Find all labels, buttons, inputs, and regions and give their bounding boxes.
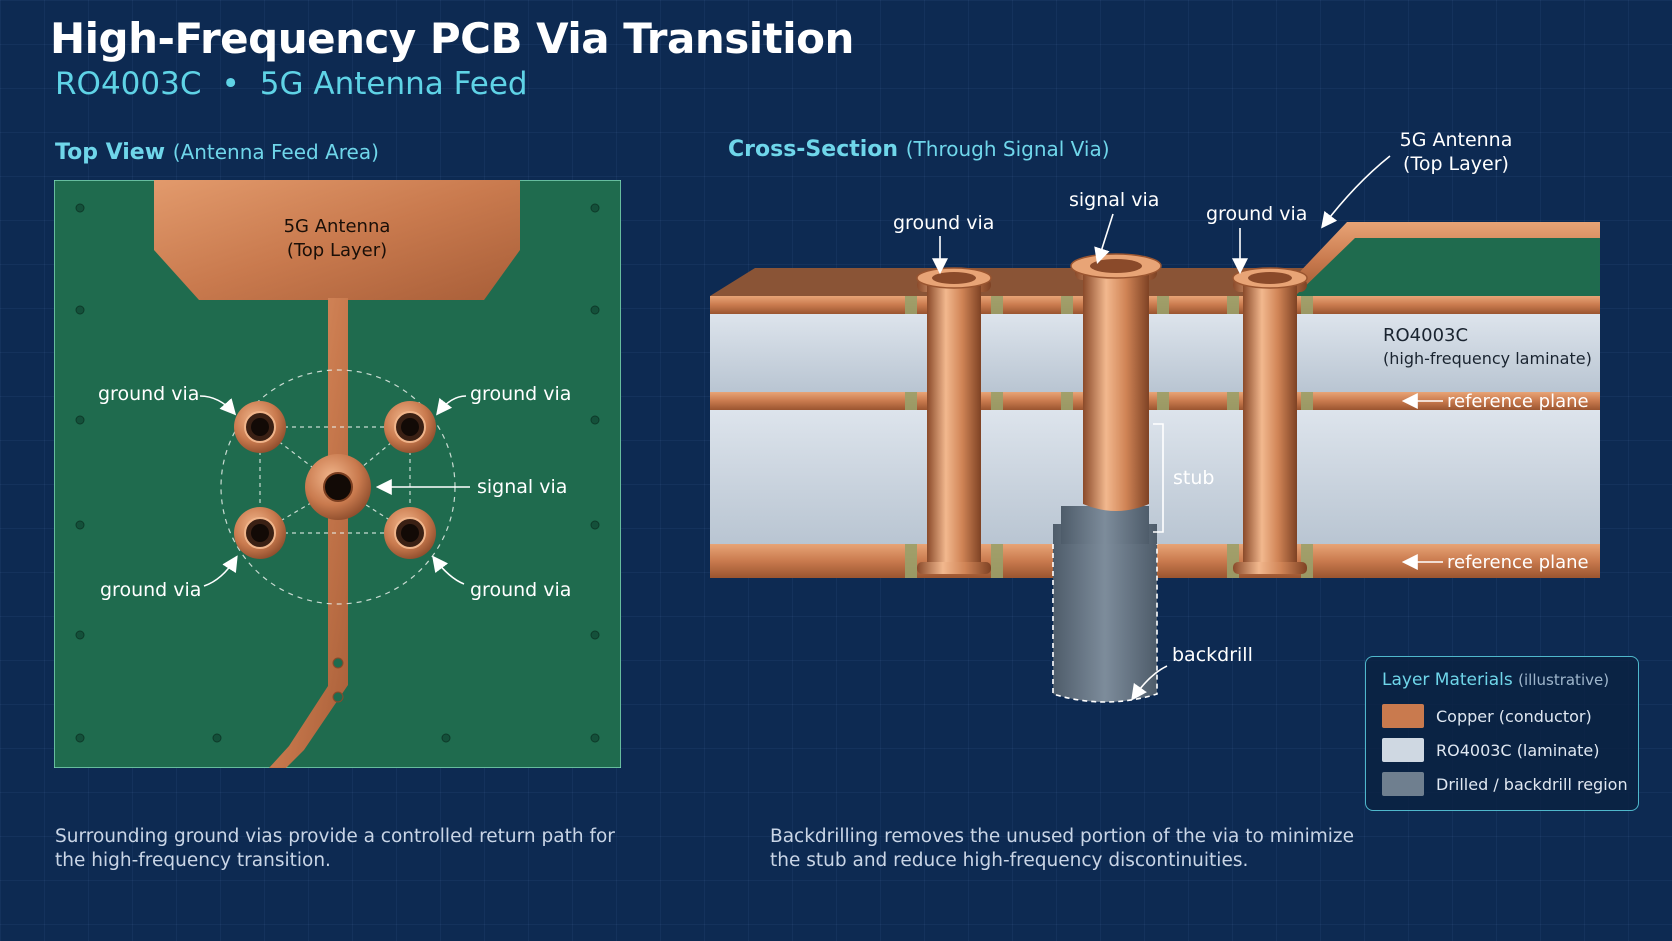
label-ground-via-br: ground via: [470, 579, 571, 601]
legend-title-main: Layer Materials: [1382, 670, 1513, 690]
legend-swatch-copper: [1382, 704, 1424, 728]
label-ground-via-tl: ground via: [98, 383, 199, 405]
cross-section-heading: Cross-Section (Through Signal Via): [728, 137, 1110, 162]
legend-panel: Layer Materials (illustrative) Copper (c…: [1365, 656, 1639, 811]
laminate-layer-lower: [710, 410, 1600, 544]
cross-section-heading-sub: (Through Signal Via): [905, 137, 1110, 161]
ground-via-top-right: [384, 401, 436, 453]
subtitle-separator: •: [221, 66, 240, 102]
cross-section-heading-main: Cross-Section: [728, 137, 899, 162]
legend-swatch-backdrill: [1382, 772, 1424, 796]
cross-section-caption: Backdrilling removes the unused portion …: [770, 826, 1354, 871]
label-ground-via-bl: ground via: [100, 579, 201, 601]
antenna-copper-strip: [1275, 222, 1600, 298]
label-signal-via: signal via: [477, 476, 567, 498]
legend-title: Layer Materials (illustrative): [1382, 670, 1609, 690]
cs-ground-via-left: [916, 267, 992, 574]
legend-item-backdrill: Drilled / backdrill region: [1382, 771, 1628, 797]
ground-via-bottom-left: [234, 507, 286, 559]
cs-signal-via: [1070, 253, 1162, 511]
cs-label-laminate-line1: RO4003C: [1383, 325, 1468, 346]
stub-bracket: [1153, 423, 1164, 533]
top-view-heading-main: Top View: [55, 140, 166, 165]
top-view-heading: Top View (Antenna Feed Area): [55, 140, 379, 165]
page-subtitle: RO4003C • 5G Antenna Feed: [55, 66, 528, 102]
cs-label-reference-plane-bottom: reference plane: [1447, 552, 1589, 573]
antenna-green-block: [1280, 226, 1600, 296]
legend-title-sub: (illustrative): [1518, 671, 1610, 689]
cs-label-laminate-line2: (high-frequency laminate): [1383, 349, 1592, 368]
top-view-caption: Surrounding ground vias provide a contro…: [55, 826, 615, 871]
ground-via-top-left: [234, 401, 286, 453]
laminate-layer-upper: [710, 314, 1600, 392]
top-view-heading-sub: (Antenna Feed Area): [172, 140, 379, 164]
backdrill-outline: [1052, 544, 1158, 703]
label-ground-via-tr: ground via: [470, 383, 571, 405]
antenna-label-line1: 5G Antenna: [284, 216, 391, 237]
cs-label-signal-via: signal via: [1069, 189, 1159, 211]
cross-section-diagram: ground via signal via ground via 5G Ante…: [710, 129, 1600, 703]
cs-label-backdrill: backdrill: [1172, 644, 1253, 666]
cs-label-stub: stub: [1173, 467, 1214, 489]
legend-label-backdrill: Drilled / backdrill region: [1436, 774, 1628, 794]
legend-label-laminate: RO4003C (laminate): [1436, 740, 1600, 760]
antenna-label-line2: (Top Layer): [287, 240, 387, 261]
subtitle-material: RO4003C: [55, 66, 202, 102]
page-title: High-Frequency PCB Via Transition: [50, 14, 854, 63]
cs-label-ground-via-left: ground via: [893, 212, 994, 234]
top-view-diagram: 5G Antenna (Top Layer) ground via ground…: [54, 180, 621, 768]
cs-label-reference-plane-mid: reference plane: [1447, 391, 1589, 412]
backdrill-region: [1053, 524, 1157, 702]
legend-swatch-laminate: [1382, 738, 1424, 762]
cs-label-ground-via-right: ground via: [1206, 203, 1307, 225]
cs-label-antenna-line1: 5G Antenna: [1400, 129, 1513, 151]
cs-ground-via-right: [1232, 267, 1308, 574]
subtitle-application: 5G Antenna Feed: [259, 66, 528, 102]
cs-label-antenna-line2: (Top Layer): [1403, 153, 1509, 175]
feed-trace: [269, 298, 348, 768]
legend-item-laminate: RO4003C (laminate): [1382, 737, 1600, 763]
trace-via-small: [332, 691, 344, 703]
legend-item-copper: Copper (conductor): [1382, 703, 1592, 729]
legend-label-copper: Copper (conductor): [1436, 706, 1592, 726]
board-mounting-dots: [75, 203, 600, 743]
backdrill-lam-gap: [1061, 506, 1149, 544]
ground-via-bottom-right: [384, 507, 436, 559]
antenna-pad: [154, 180, 520, 300]
copper-layer-top: [710, 296, 1600, 314]
trace-via-small: [332, 657, 344, 669]
signal-via-top: [305, 454, 371, 520]
